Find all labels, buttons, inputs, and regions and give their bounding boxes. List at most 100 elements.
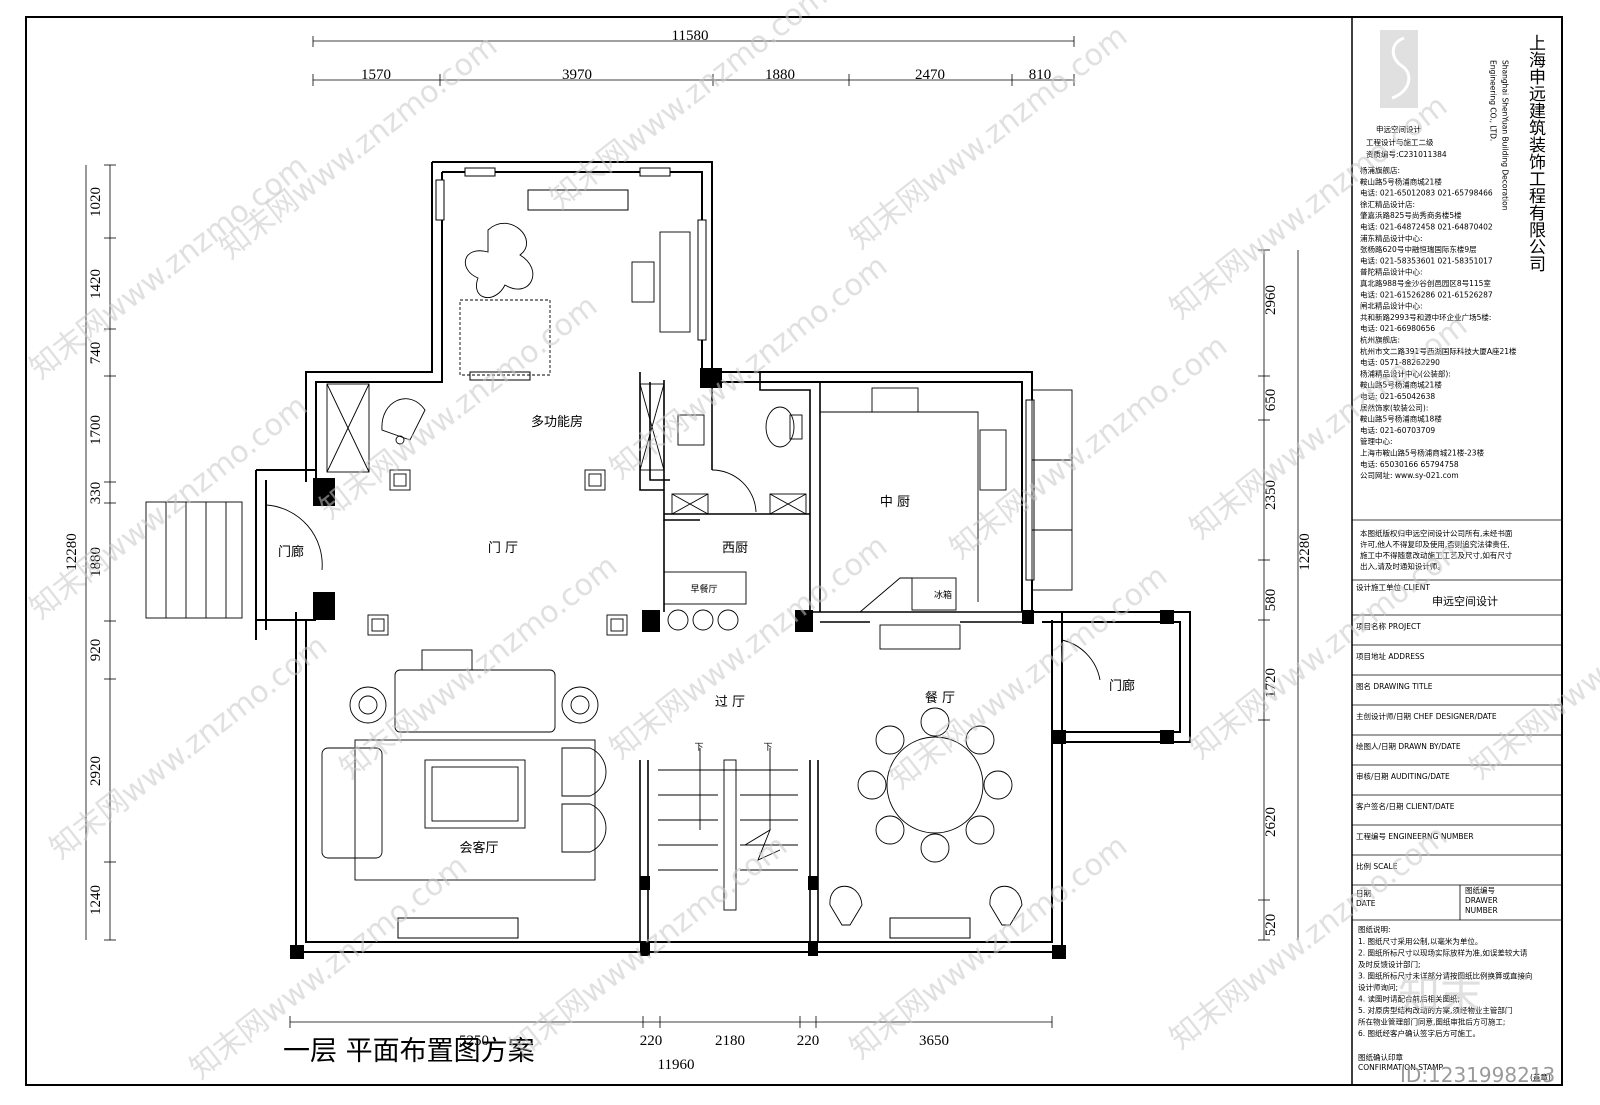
dim-top-4: 2470 (915, 67, 945, 83)
field-label: 图名 DRAWING TITLE (1356, 681, 1433, 691)
dim-left-5: 330 (88, 482, 104, 505)
note-line: 4. 读图时请配合前后相关图纸; (1358, 994, 1460, 1004)
tb-date-en: DATE (1356, 899, 1376, 908)
dim-bottom-2: 220 (640, 1033, 663, 1049)
watermark-text: 知末网www.znzmo.com (23, 148, 314, 386)
watermark-text: 知末网www.znzmo.com (843, 828, 1134, 1066)
room-fridge: 冰箱 (934, 589, 952, 601)
dim-right-4: 580 (1263, 589, 1279, 612)
watermark-text: 知末网www.znzmo.com (603, 528, 894, 766)
room-western-kitchen: 西厨 (722, 541, 748, 556)
dim-left-9: 1240 (88, 885, 104, 915)
office-heading: 共和新路2993号和源中环企业广场5楼: (1360, 312, 1491, 322)
office-line: 电话: 021-65042638 (1360, 391, 1435, 401)
image-id: ID:1231998213 (1400, 1063, 1555, 1087)
watermark-text: 知末网www.znzmo.com (603, 248, 894, 486)
note-line: 2. 图纸所标尺寸以现场实际放样为准,如误差较大请 (1358, 948, 1528, 958)
office-heading: 徐汇精品设计店: (1360, 199, 1415, 209)
office-line: 公司网址: www.sy-021.com (1360, 470, 1459, 480)
company-logo (1380, 30, 1418, 108)
watermark-logo: 知末 (1398, 971, 1482, 1020)
dim-right-6: 2620 (1263, 807, 1279, 837)
field-label: 客户签名/日期 CLIENT/DATE (1356, 801, 1455, 811)
office-heading: 杨浦精品设计中心(公装部): (1360, 368, 1451, 378)
watermark-text: 知末网www.znzmo.com (333, 548, 624, 786)
room-foyer: 门 厅 (488, 541, 518, 556)
office-heading: 居然饰家(软装公司): (1360, 402, 1428, 412)
copyright-notice: 本图纸版权归申远空间设计公司所有,未经书面许可,他人不得复印及使用,否则追究法律… (1360, 528, 1513, 571)
room-chinese-kitchen: 中 厨 (880, 495, 910, 510)
watermark-text: 知末网www.znzmo.com (843, 18, 1134, 256)
drawing-notes: 1. 图纸尺寸采用公制,以毫米为单位。 2. 图纸所标尺寸以现场实际放样为准,如误… (1358, 936, 1533, 1038)
left-dimensions (85, 164, 116, 941)
note-line: 设计师询问; (1358, 982, 1398, 992)
room-living: 会客厅 (459, 840, 498, 856)
structural-columns (290, 368, 1174, 959)
office-heading: 杨浦旗舰店: (1360, 165, 1400, 175)
dim-bottom-1: 5250 (459, 1033, 489, 1049)
copyright-line: 施工中不得随意改动施工工艺及尺寸,如有尺寸 (1360, 550, 1513, 560)
office-heading: 普陀精品设计中心: (1360, 267, 1423, 277)
exterior-walls (255, 161, 1191, 953)
office-line: 电话: 65030166 65794758 (1360, 459, 1459, 469)
bottom-dimensions (289, 1016, 1053, 1028)
tb-qualification: 工程设计与施工二级 (1366, 137, 1434, 147)
dim-top-3: 1880 (765, 67, 795, 83)
room-porch-right: 门廊 (1109, 678, 1135, 694)
watermark-text: 知末网www.znzmo.com (883, 558, 1174, 796)
tb-seal: (盖章) (1530, 1072, 1551, 1082)
watermark-text: 知末网www.znzmo.com (23, 388, 314, 626)
tb-drawing-no-en2: NUMBER (1465, 906, 1498, 915)
office-line: 电话: 021-65012083 021-65798466 (1360, 188, 1493, 198)
furniture (145, 223, 1101, 926)
room-dining: 餐 厅 (925, 690, 955, 706)
watermark-text: 知末网www.znzmo.com (43, 628, 334, 866)
dim-top-total: 11580 (672, 28, 709, 44)
dim-bottom-3: 2180 (715, 1033, 745, 1049)
drawing-title: 一层 平面布置图方案 (283, 1036, 535, 1067)
dim-left-2: 1420 (88, 269, 104, 299)
dim-top-1: 1570 (361, 67, 391, 83)
field-label: 项目地址 ADDRESS (1356, 651, 1425, 661)
office-line: 电话: 021-64872458 021-64870402 (1360, 222, 1493, 232)
interior-walls (639, 372, 1032, 942)
tb-client-label: 设计施工单位 CLIENT (1356, 582, 1430, 592)
company-name-en-2: Engineering CO., LTD. (1489, 60, 1498, 141)
office-line: 鞍山路5号杨浦商城21楼 (1360, 176, 1442, 186)
top-dimensions (312, 36, 1075, 86)
note-line: 3. 图纸所标尺寸未详部分请按图纸比例换算或直接向 (1358, 971, 1533, 981)
watermark-text: 知末网www.znzmo.com (313, 288, 604, 526)
dim-right-5: 1720 (1263, 668, 1279, 698)
office-line: 电话: 021-58353601 021-58351017 (1360, 255, 1493, 265)
field-label: 工程编号 ENGINEERNG NUMBER (1356, 831, 1474, 841)
tb-stamp: CONFIRMATION STAMP (1358, 1063, 1444, 1072)
room-hall: 过 厅 (715, 695, 745, 710)
dim-right-3: 2350 (1263, 480, 1279, 510)
note-line: 5. 对原房型结构改动的方案,须经物业主管部门 (1358, 1005, 1512, 1015)
sheet-frame (25, 16, 1563, 1086)
note-line: 及时反馈设计部门; (1358, 959, 1421, 969)
dim-right-total: 12280 (1297, 533, 1313, 571)
dim-left-total: 12280 (64, 533, 80, 571)
office-line: 电话: 021-61526286 021-61526287 (1360, 289, 1493, 299)
watermark-text: 知末网www.znzmo.com (1463, 548, 1600, 786)
right-dimensions (1258, 249, 1299, 941)
copyright-line: 许可,他人不得复印及使用,否则追究法律责任, (1360, 539, 1510, 549)
office-line: 电话: 021-66980656 (1360, 323, 1435, 333)
note-line: 1. 图纸尺寸采用公制,以毫米为单位。 (1358, 936, 1482, 946)
tb-brand: 申远空间设计 (1376, 124, 1421, 134)
tb-notes-title: 图纸说明: (1358, 924, 1391, 934)
dim-left-6: 1880 (88, 547, 104, 577)
windows (397, 167, 1035, 939)
office-line: 杭州市文二路391号西湖国际科技大厦A座21楼 (1360, 346, 1517, 356)
dim-right-7: 520 (1263, 914, 1279, 937)
dim-right-1: 2960 (1263, 285, 1279, 315)
field-label: 审核/日期 AUDITING/DATE (1356, 771, 1450, 781)
dim-right-2: 650 (1263, 389, 1279, 412)
dim-top-5: 810 (1029, 67, 1052, 83)
office-line: 鞍山路5号杨浦商城18楼 (1360, 414, 1442, 424)
dim-left-1: 1020 (88, 187, 104, 217)
dim-bottom-5: 3650 (919, 1033, 949, 1049)
